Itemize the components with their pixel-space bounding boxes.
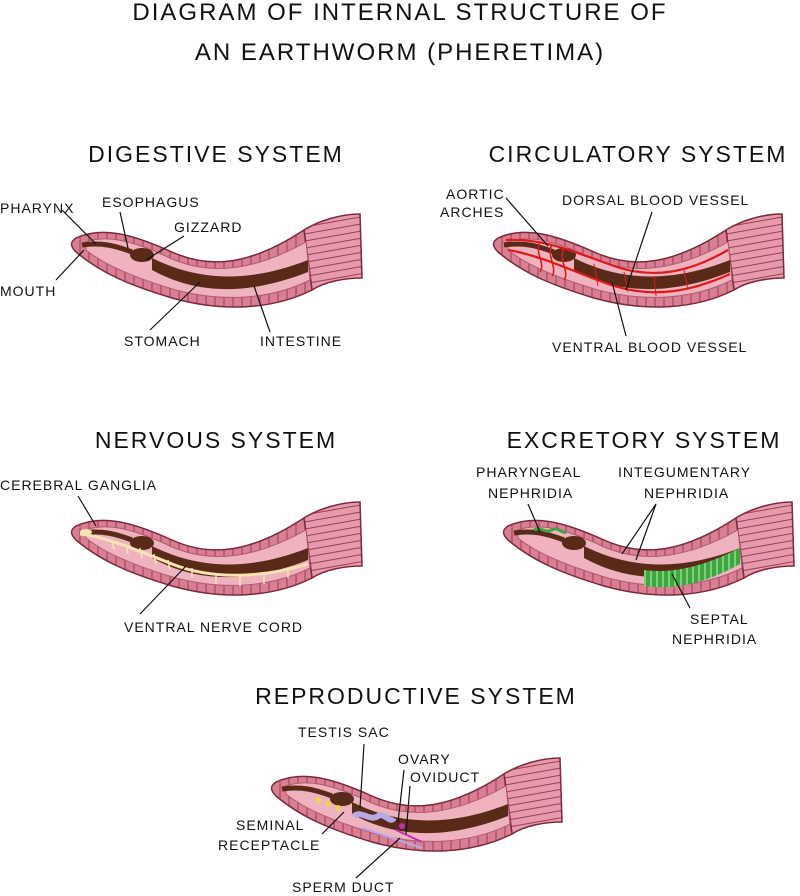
label-integumentary-2: NEPHRIDIA [644,485,729,501]
label-intestine: INTESTINE [260,333,342,349]
leader-oviduct [405,785,411,835]
label-esophagus: ESOPHAGUS [102,194,200,210]
label-mouth: MOUTH [0,283,56,299]
circulatory-worm [492,213,785,308]
digestive-panel: DIGESTIVE SYSTEM PHARYNX ESOPHAGUS GIZZA… [0,141,363,349]
ovary-shape [399,823,405,829]
leader-stomach [149,281,201,331]
leader-nerve-cord [139,565,187,615]
main-title-line2: AN EARTHWORM (PHERETIMA) [195,39,605,66]
leader-septal [671,573,691,609]
oviduct-shape [395,829,423,843]
label-septal-2: NEPHRIDIA [672,631,757,647]
label-septal-1: SEPTAL [690,611,749,627]
label-cerebral: CEREBRAL GANGLIA [0,477,157,493]
leader-integumentary [621,503,657,561]
excretory-heading: EXCRETORY SYSTEM [507,427,782,453]
label-stomach: STOMACH [124,333,201,349]
label-pharynx: PHARYNX [0,200,74,216]
leader-dorsal [625,211,653,291]
leader-esophagus [119,211,129,249]
label-dorsal: DORSAL BLOOD VESSEL [562,192,749,208]
leader-mouth [55,249,85,281]
label-seminal-2: RECEPTACLE [218,837,320,853]
nervous-worm [70,501,363,596]
leader-ovary [397,769,405,823]
leader-aortic [505,197,549,247]
ventral-vessel [507,248,731,294]
label-pharyngeal-2: NEPHRIDIA [488,485,573,501]
leader-sperm [355,837,401,879]
leader-ventral [611,281,627,337]
leader-gizzard [145,235,185,261]
label-integumentary-1: INTEGUMENTARY [618,464,751,480]
label-aortic-1: AORTIC [446,186,505,202]
digestive-heading: DIGESTIVE SYSTEM [88,141,344,167]
label-gizzard: GIZZARD [174,219,242,235]
aortic-arches-shape [537,241,567,281]
sperm-duct-shape [361,827,423,849]
label-pharyngeal-1: PHARYNGEAL [476,464,581,480]
excretory-panel: EXCRETORY SYSTEM PHARYNGEAL NEPHRIDIA IN… [476,427,795,647]
circulatory-panel: CIRCULATORY SYSTEM AORTIC ARCHES DORSAL … [440,141,788,355]
label-aortic-2: ARCHES [440,204,504,220]
leader-testis [359,743,365,809]
nerve-cord-shape [79,532,309,577]
seminal-receptacle-shape [335,805,341,811]
label-testis: TESTIS SAC [298,724,390,740]
label-sperm: SPERM DUCT [292,879,395,895]
main-title-line1: DIAGRAM OF INTERNAL STRUCTURE OF [132,0,667,26]
excretory-worm [502,501,795,596]
reproductive-heading: REPRODUCTIVE SYSTEM [255,683,577,709]
label-ventral: VENTRAL BLOOD VESSEL [552,339,747,355]
label-seminal-1: SEMINAL [236,817,304,833]
nervous-heading: NERVOUS SYSTEM [95,427,337,453]
testis-sac-shape [352,811,397,823]
leader-pharynx [61,209,97,245]
nervous-panel: NERVOUS SYSTEM CEREBRAL GANGLIA VENTRAL … [0,427,363,635]
circulatory-heading: CIRCULATORY SYSTEM [489,141,788,167]
reproductive-panel: REPRODUCTIVE SYSTEM TESTIS SAC OVARY OVI… [218,683,577,895]
leader-seminal [321,811,345,835]
leader-cerebral [77,495,97,527]
septal-nephridia-shape [644,548,740,588]
leader-intestine [253,285,271,333]
reproductive-worm [270,757,563,852]
label-nerve-cord: VENTRAL NERVE CORD [124,619,303,635]
label-oviduct: OVIDUCT [410,769,480,785]
leader-pharyngeal [527,503,541,533]
label-ovary: OVARY [398,751,451,767]
